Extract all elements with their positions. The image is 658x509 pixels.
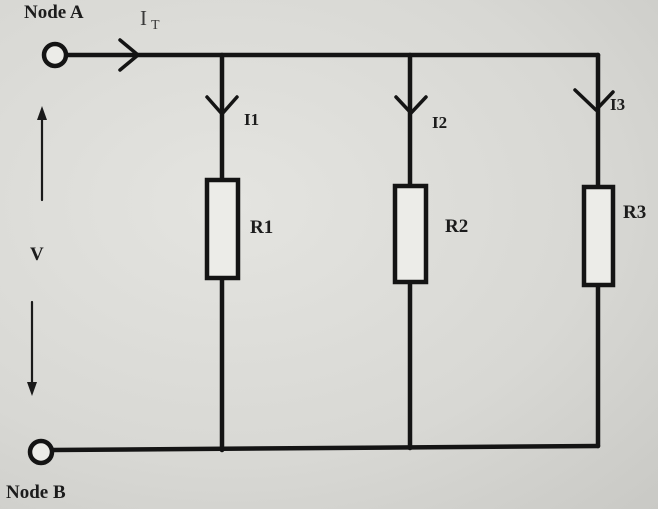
branch2-current-arrow: [394, 95, 428, 115]
wires: [49, 52, 601, 453]
current-i3-label: I3: [610, 95, 625, 114]
resistor-r2-label: R2: [445, 216, 468, 237]
current-i2-label: I2: [432, 113, 447, 132]
bottom-wire: [49, 443, 601, 453]
node-b-label: Node B: [6, 482, 66, 503]
total-current-arrow: [118, 38, 140, 72]
voltage-down-arrow: [27, 300, 37, 396]
resistor-r3-label: R3: [623, 202, 646, 223]
node-a-terminal: [41, 41, 69, 69]
voltage-up-arrow: [37, 106, 47, 202]
current-i1-label: I1: [244, 110, 259, 129]
total-current-label: I T: [140, 6, 160, 33]
branch3-current-arrow: [573, 88, 615, 112]
resistor-r3: [581, 184, 616, 288]
node-b-terminal: [27, 438, 55, 466]
voltage-label: V: [30, 244, 44, 265]
node-a-label: Node A: [24, 2, 84, 23]
resistor-r1-label: R1: [250, 217, 273, 238]
branch1-current-arrow: [205, 95, 239, 116]
resistor-r2: [392, 183, 429, 285]
resistor-r1: [204, 177, 241, 281]
total-current-sub: T: [151, 18, 160, 33]
total-current-main: I: [140, 6, 147, 30]
